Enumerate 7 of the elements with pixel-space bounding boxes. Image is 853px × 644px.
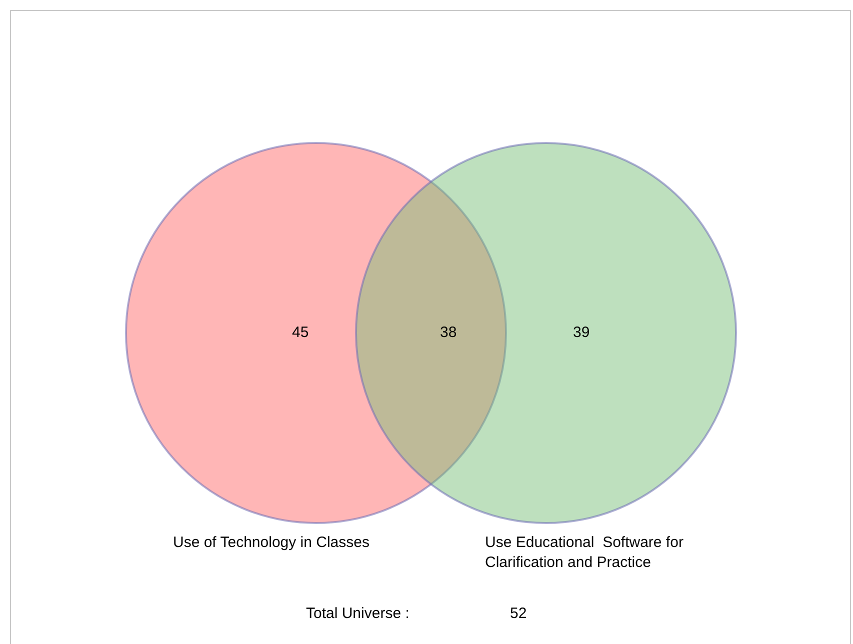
intersection-count: 38 (440, 323, 457, 343)
set-label: Use Educational Software for Clarification and Practice (485, 533, 684, 573)
set-label: Use of Technology in Classes (173, 533, 370, 553)
total-label: Total Universe : (306, 604, 410, 624)
total-value: 52 (510, 604, 527, 624)
count-value: 39 (573, 323, 590, 343)
count-value: 45 (292, 323, 309, 343)
